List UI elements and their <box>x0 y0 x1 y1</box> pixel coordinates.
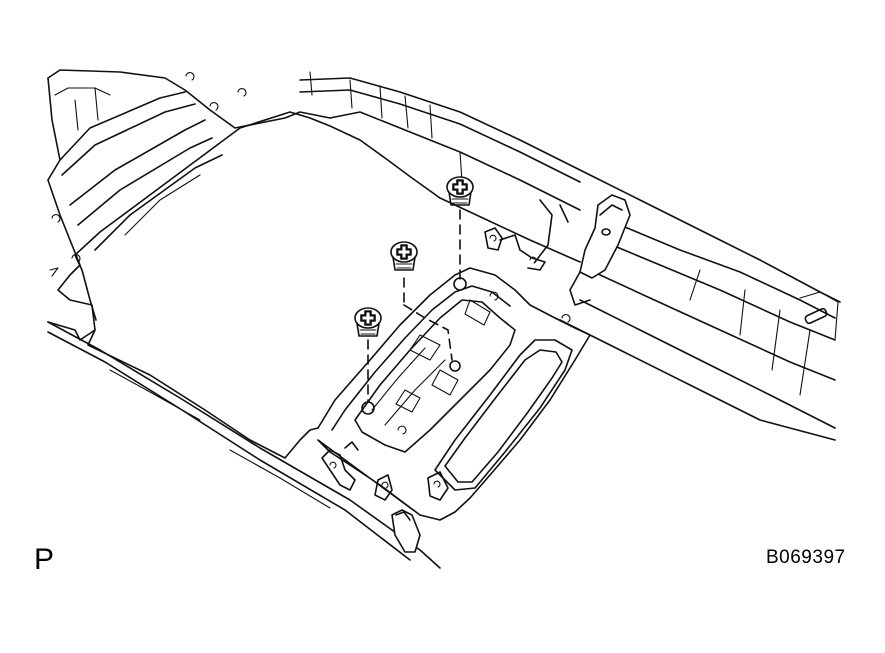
figure-code-label: B069397 <box>766 547 846 568</box>
install-guide-lines <box>367 209 461 403</box>
floor-panel <box>47 69 441 569</box>
phillips-screw-icon <box>354 307 382 337</box>
console-bracket <box>534 194 631 306</box>
phillips-screw-icon <box>446 176 474 206</box>
upper-panel <box>299 71 841 441</box>
console-body <box>317 227 591 553</box>
phillips-screw-icon <box>390 241 418 271</box>
view-marker-label: P <box>34 543 55 576</box>
